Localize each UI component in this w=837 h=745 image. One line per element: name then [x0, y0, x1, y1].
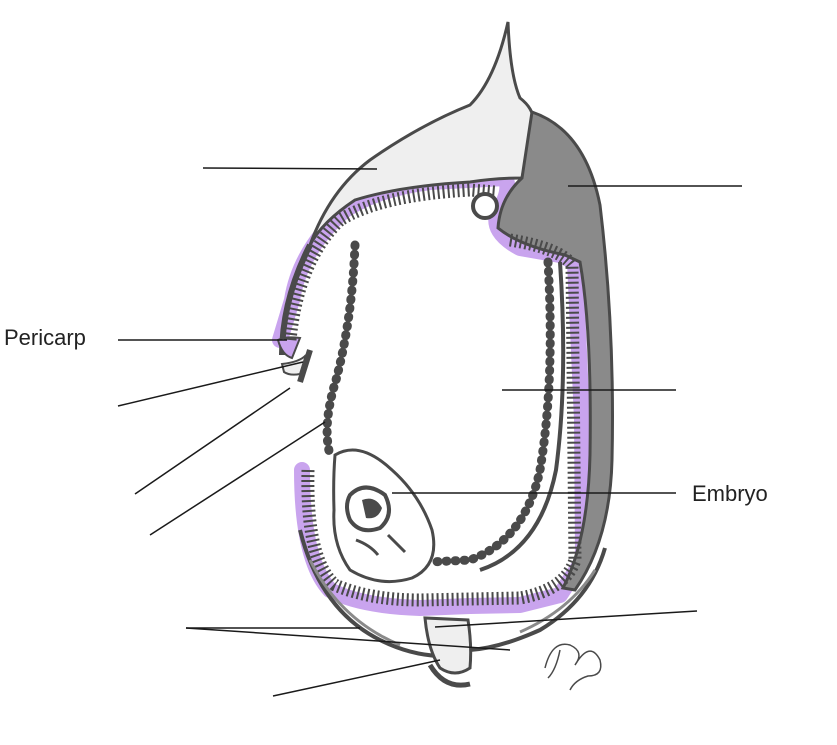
artist-signature	[544, 643, 602, 691]
leader-lines	[117, 167, 742, 697]
leader-line-basal-right	[434, 610, 698, 628]
bract-right	[469, 547, 607, 652]
embryo-radicle	[355, 533, 407, 556]
leader-line-hull-upper	[202, 167, 378, 170]
seed-coat-outer	[283, 183, 496, 341]
leader-line-layer-3	[149, 421, 326, 536]
bract-left-inner	[308, 559, 401, 647]
bract-right-inner	[519, 569, 597, 634]
signature-scribble	[544, 643, 602, 691]
embryo-core	[362, 498, 382, 519]
seed-hull	[276, 21, 614, 592]
leader-line-layer-2	[134, 387, 291, 495]
seed-coat-rim	[283, 183, 582, 607]
seed-coat-loop	[471, 192, 499, 220]
leader-line-layer-1	[117, 361, 304, 407]
seed-coat-bottom	[301, 469, 421, 607]
embryo	[332, 448, 436, 584]
leader-line-bract-b	[185, 627, 511, 651]
endosperm-dots-left	[322, 240, 360, 460]
hull-dark-side	[496, 110, 614, 592]
endosperm-inner-edge	[479, 261, 566, 572]
hull-cap	[308, 21, 535, 246]
endosperm-boundary	[322, 240, 566, 572]
rachilla-base	[427, 663, 471, 688]
leader-line-rachilla	[272, 659, 441, 697]
label-pericarp: Pericarp	[4, 325, 86, 350]
label-embryo: Embryo	[692, 481, 768, 506]
endosperm-dots-right	[425, 257, 555, 567]
pericarp-flap	[276, 336, 302, 360]
hull-left-lower	[297, 349, 313, 383]
